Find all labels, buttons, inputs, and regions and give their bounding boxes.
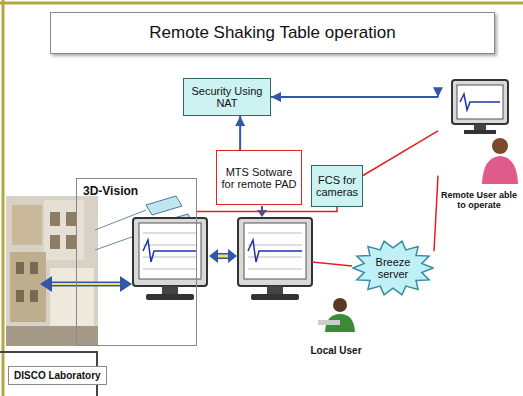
link-arrow [40, 276, 132, 292]
monitor-symbol [133, 218, 207, 300]
connector [197, 207, 337, 212]
node-text: Security Using NAT [188, 85, 266, 109]
node-text: Local User [310, 345, 361, 356]
starburst-outline [353, 241, 433, 295]
node-text: Breeze server [366, 256, 420, 280]
frame-line [2, 0, 5, 396]
link-line [312, 262, 352, 266]
frame-line [0, 2, 523, 5]
building-photo [6, 196, 98, 346]
connector [271, 96, 438, 98]
title-box: Remote Shaking Table operation [50, 12, 495, 54]
vision-region: 3D-Vision [76, 178, 197, 346]
security-box: Security Using NAT [183, 78, 271, 116]
connector [434, 176, 438, 252]
title-text: Remote Shaking Table operation [149, 23, 395, 43]
node-text: 3D-Vision [83, 184, 138, 198]
connector [239, 116, 241, 150]
camera-server-box: FCS for cameras [311, 165, 363, 207]
software-box: MTS Sotware for remote PAD [216, 150, 302, 205]
server-starburst: Breeze server [352, 240, 434, 296]
person-figure [452, 80, 518, 184]
remote-user: Remote User able to operate [438, 72, 520, 212]
local-user: Local User [300, 300, 372, 358]
person-figure [318, 298, 355, 332]
node-text: FCS for cameras [315, 174, 359, 198]
connector [363, 131, 438, 176]
link-arrow [209, 249, 237, 263]
lab-label: DISCO Laboratory [8, 366, 107, 385]
node-text: Remote User able to operate [439, 190, 519, 210]
node-text: MTS Sotware for remote PAD [221, 166, 297, 190]
monitor-symbol [238, 218, 312, 300]
